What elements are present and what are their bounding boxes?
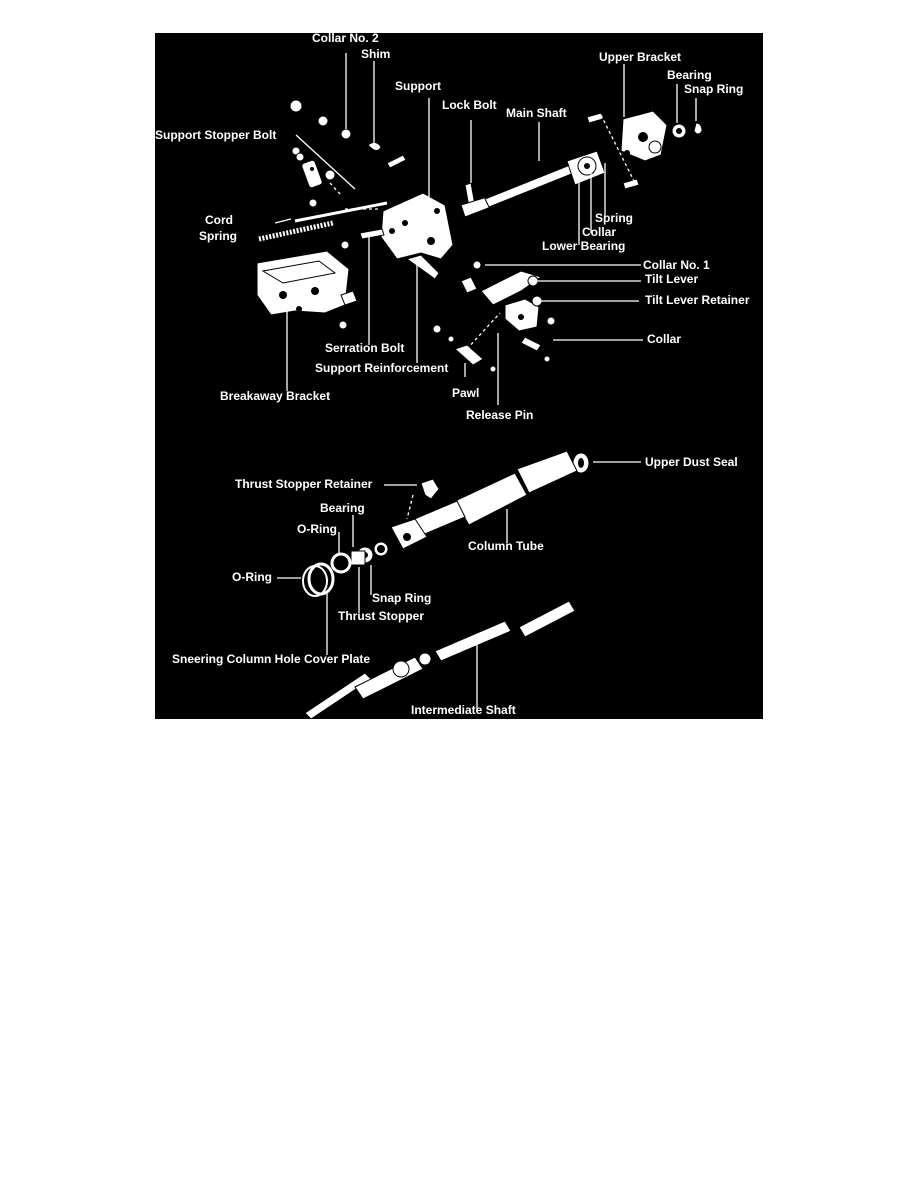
label-spring-left: Spring [199, 229, 237, 243]
tilt-lever-retainer-part [504, 295, 543, 332]
label-tilt-lever-retainer: Tilt Lever Retainer [645, 293, 750, 307]
label-cord: Cord [205, 213, 233, 227]
cord-part [294, 201, 388, 223]
loose-nuts [289, 99, 352, 330]
label-upper-bracket: Upper Bracket [599, 50, 682, 64]
label-spring-right: Spring [595, 211, 633, 225]
support-reinforcement-part [405, 254, 440, 280]
label-upper-dust-seal: Upper Dust Seal [645, 455, 738, 469]
label-intermediate-shaft: Intermediate Shaft [411, 703, 516, 717]
label-collar-right: Collar [582, 225, 617, 239]
label-lock-bolt: Lock Bolt [442, 98, 497, 112]
upper-dust-seal-part [572, 452, 590, 474]
label-o-ring-top: O-Ring [297, 522, 337, 536]
label-support: Support [395, 79, 441, 93]
label-release-pin: Release Pin [466, 408, 534, 422]
label-snap-ring-top: Snap Ring [684, 82, 744, 96]
label-breakaway-bracket: Breakaway Bracket [220, 389, 331, 403]
label-bearing-mid: Bearing [320, 501, 365, 515]
collar-no1-part [472, 260, 482, 270]
label-collar-no2: Collar No. 2 [312, 33, 379, 45]
serration-bolt-part [359, 228, 385, 240]
label-o-ring-left: O-Ring [232, 570, 272, 584]
label-lower-bearing: Lower Bearing [542, 239, 626, 253]
lower-section-part [390, 518, 428, 550]
leader-lines-upper [286, 53, 697, 405]
intermediate-shaft-part [304, 600, 576, 719]
diagram-drawing [256, 53, 703, 719]
o-ring-top-part [330, 552, 352, 574]
small-bolt [386, 154, 407, 169]
label-hole-cover-plate: Sneering Column Hole Cover Plate [172, 652, 371, 666]
upper-bracket-part [620, 110, 668, 162]
snap-ring-top-part [693, 122, 703, 135]
label-collar-lower: Collar [647, 332, 682, 346]
tilt-lever-part [480, 270, 543, 306]
label-bearing-top: Bearing [667, 68, 712, 82]
exploded-diagram: Collar No. 2 Shim Support Upper Bracket … [155, 33, 763, 719]
label-support-stopper-bolt: Support Stopper Bolt [155, 128, 277, 142]
leader-lines-lower [277, 461, 641, 709]
label-snap-ring-mid: Snap Ring [372, 591, 432, 605]
label-shim: Shim [361, 47, 391, 61]
collar-lower-part [520, 336, 542, 352]
label-collar-no1: Collar No. 1 [643, 258, 710, 272]
label-pawl: Pawl [452, 386, 480, 400]
thrust-stopper-retainer-part [420, 478, 440, 500]
label-column-tube: Column Tube [468, 539, 544, 553]
thrust-stopper-part [350, 550, 366, 566]
main-shaft-part [460, 150, 606, 218]
spring-left-part [258, 220, 334, 242]
shim-part [367, 141, 382, 151]
support-stopper-bolt-part [301, 159, 323, 189]
pawl-part [454, 344, 484, 366]
label-serration-bolt: Serration Bolt [325, 341, 405, 355]
label-tilt-lever: Tilt Lever [645, 272, 699, 286]
label-main-shaft: Main Shaft [506, 106, 567, 120]
label-thrust-stopper-retainer: Thrust Stopper Retainer [235, 477, 373, 491]
label-support-reinforcement: Support Reinforcement [315, 361, 449, 375]
label-thrust-stopper: Thrust Stopper [338, 609, 424, 623]
breakaway-bracket-part [256, 250, 358, 316]
support-part [380, 192, 454, 260]
